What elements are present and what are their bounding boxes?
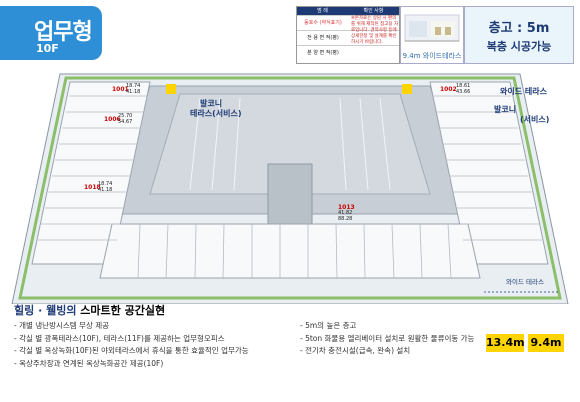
bullet-item: - 5ton 화물용 엘리베이터 설치로 원활한 물류이동 가능	[300, 333, 475, 343]
bullets-right: - 5m의 높은 층고 - 5ton 화물용 엘리베이터 설치로 원활한 물류이…	[300, 320, 474, 358]
duplex-available: 복층 시공가능	[486, 40, 552, 53]
legend-table: 범 례 확인 사항 동호수 (약식표기) 전 용 면 적(평) 분 양 면 적(…	[296, 6, 400, 64]
bullets-left: - 개별 냉난방시스템 무상 제공 - 각실 별 광폭테라스(10F), 테라스…	[14, 320, 249, 370]
ceiling-height: 층고 : 5m	[488, 21, 550, 36]
terrace-label: 9.4m 와이드테라스	[402, 52, 462, 60]
bullet-item: - 개별 냉난방시스템 무상 제공	[14, 321, 110, 330]
unit-exclusive-area: 41.82	[338, 210, 353, 216]
balcony-left-label: 발코니	[200, 99, 223, 108]
bullet-item: - 5m의 높은 층고	[300, 321, 357, 330]
unit-exclusive-area: 18.61	[456, 83, 471, 89]
ceiling-info: 층고 : 5m 복층 시공가능	[464, 6, 574, 64]
unit-sale-area: 41.18	[126, 89, 141, 95]
bullet-item: - 각실 별 광폭테라스(10F), 테라스(11F)를 제공하는 업무형오피스	[14, 333, 225, 343]
unit-number: 1018	[84, 184, 101, 191]
dimension-width-2: 9.4m	[528, 334, 564, 352]
unit-sale-area: 43.66	[456, 89, 471, 95]
page-title: 업무형	[34, 20, 93, 45]
section-headline: 힐링 · 웰빙의 스마트한 공간실현	[14, 302, 165, 318]
headline-emphasis: 스마트한 공간실현	[80, 304, 166, 317]
unit-number: 1002	[440, 86, 457, 93]
terrace-right-label: 와이드 테라스	[500, 87, 547, 96]
bullet-item: - 전기차 충전시설(급속, 완속) 설치	[300, 346, 411, 355]
legend-row-exclusive: 전 용 면 적(평)	[307, 35, 339, 41]
legend-note: ※본자료는 상담 시 편의를 위해 제작된 참고용 자료입니다. 견적사항 등에…	[351, 16, 399, 45]
terrace-thumbnail: 9.4m 와이드테라스	[400, 6, 464, 64]
balcony-right-label: 발코니	[494, 105, 517, 114]
unit-exclusive-area: 25.70	[118, 113, 133, 119]
unit-number: 1013	[338, 204, 355, 211]
unit-number: 1006	[104, 116, 121, 123]
headline-prefix: 힐링 · 웰빙의	[14, 304, 81, 317]
terrace-right-sub: (서비스)	[520, 115, 550, 124]
unit-sale-area: 41.18	[98, 187, 113, 193]
legend-col-right: 확인 사항	[363, 8, 384, 14]
floor-plan: 발코니 테라스(서비스) 발코니 와이드 테라스 (서비스) 1001 18.7…	[0, 64, 580, 305]
floor-plan-drawing	[11, 73, 569, 305]
unit-number: 1001	[112, 86, 129, 93]
wide-terrace-bottom-label: 와이드 테라스	[506, 278, 544, 286]
legend-row-unit: 동호수 (약식표기)	[304, 20, 342, 26]
floor-label: 10F	[36, 42, 59, 55]
unit-sale-area: 88.28	[338, 216, 353, 222]
legend-col-left: 범 례	[317, 8, 328, 14]
title-tab: 업무형 10F	[0, 6, 102, 60]
bullet-item: - 각실 별 옥상녹화(10F)된 야외테라스에서 휴식을 통한 효율적인 업무…	[14, 346, 249, 355]
unit-sale-area: 54.67	[118, 119, 133, 125]
bullet-item: - 옥상주차장과 연계된 옥상녹화공간 제공(10F)	[14, 358, 164, 368]
terrace-left-label: 테라스(서비스)	[190, 109, 242, 118]
dimension-width-1: 13.4m	[486, 334, 525, 352]
terrace-illustration-icon	[404, 14, 460, 42]
unit-exclusive-area: 18.74	[126, 83, 141, 89]
legend-row-sale: 분 양 면 적(평)	[307, 50, 339, 56]
unit-exclusive-area: 18.74	[98, 181, 113, 187]
